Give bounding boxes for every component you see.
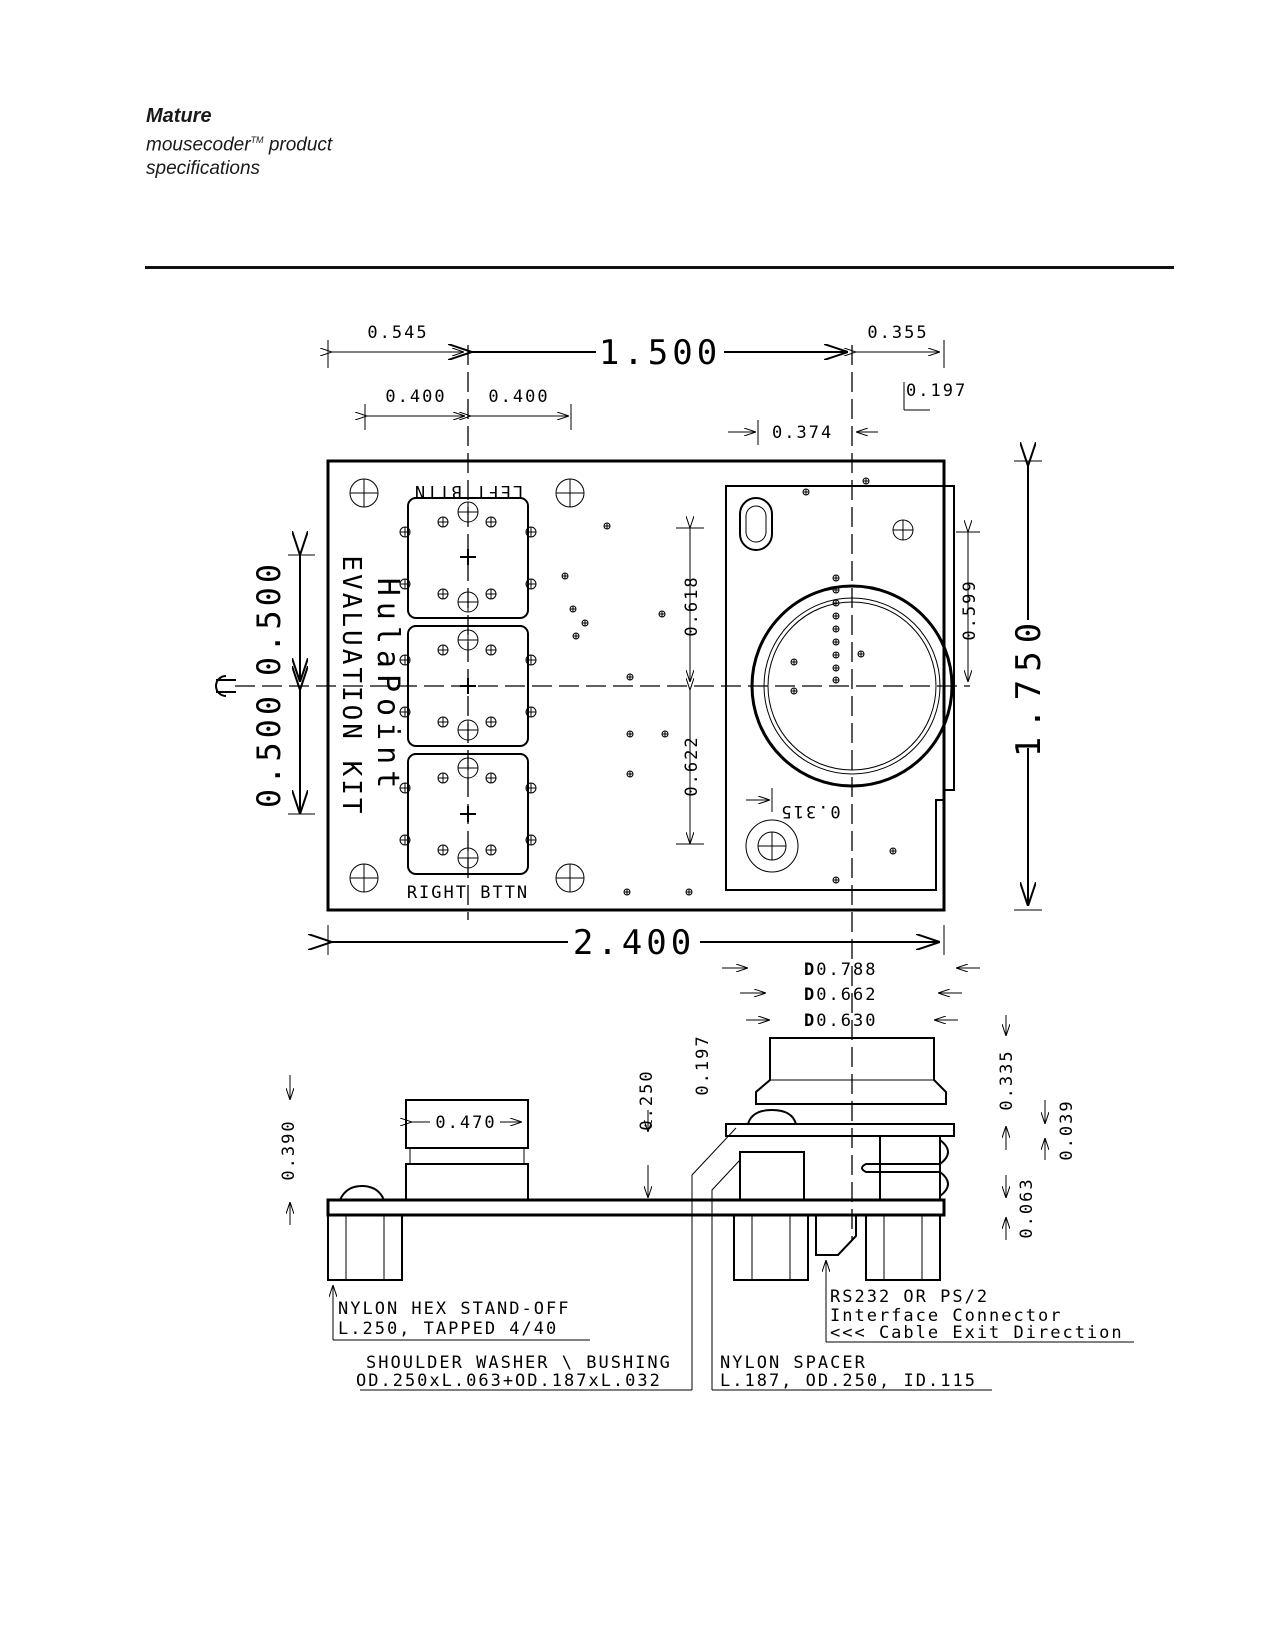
dim-0622: 0.622 [682,735,702,796]
connector-callout-2: Interface Connector [830,1306,1062,1326]
dim-2400: 2.400 [573,923,695,963]
top-view: LEFT BTTN RIGHT BTTN HulaPoint EVALUATIO… [215,323,1049,1240]
standoff-callout-2: L.250, TAPPED 4/40 [338,1319,558,1339]
dim-0039: 0.039 [1057,1099,1077,1160]
dim-0545: 0.545 [367,323,428,343]
header-divider [145,266,1174,269]
screw-head [339,1184,385,1201]
standoff-callout-1: NYLON HEX STAND-OFF [338,1299,570,1319]
dim-0355: 0.355 [867,323,928,343]
kit-title: EVALUATION KIT [336,555,366,816]
spec-label: specifications [146,158,261,180]
standoff-right [865,1214,941,1281]
dim-0500-upper: 0.500 [250,560,288,676]
mount-hole [349,863,379,893]
left-button-label: LEFT BTTN [413,481,523,501]
dim-0335: 0.335 [997,1049,1017,1110]
trackball-inner [767,601,937,771]
dim-0400-left: 0.400 [385,387,446,407]
product-title: HulaPoint [370,578,405,795]
dim-0315: 0.315 [779,801,840,821]
dim-dia-0788: D0.788 [804,960,877,980]
top-dimensions [288,340,1042,955]
trackball-side [725,1037,955,1201]
button-side [405,1099,529,1201]
dim-dia-0662: D0.662 [804,985,877,1005]
status-label: Mature [146,105,212,127]
spacer-callout-1: NYLON SPACER [720,1353,867,1373]
dim-0197-side: 0.197 [693,1034,713,1095]
standoff-ring [745,819,799,873]
mount-hole [555,478,585,508]
dim-0390: 0.390 [279,1119,299,1180]
dim-0500-lower: 0.500 [250,692,288,808]
side-view: D0.788 D0.662 D0.630 0.197 0.250 0.390 0… [279,960,1134,1391]
washer-callout-1: SHOULDER WASHER \ BUSHING [366,1353,672,1373]
trackball [763,597,941,775]
pcb-outline [326,459,946,912]
slot-hole [739,497,773,551]
trackball-housing [750,584,954,788]
dim-0470: 0.470 [435,1113,496,1133]
connector-callout-3: <<< Cable Exit Direction [830,1323,1124,1343]
trackball-module [725,485,955,891]
washer-callout-2: OD.250xL.063+OD.187xL.032 [356,1371,662,1391]
connector-callout-1: RS232 OR PS/2 [830,1287,989,1307]
mount-hole [349,478,379,508]
dim-0250: 0.250 [637,1069,657,1130]
connector [815,1215,857,1256]
dim-0618: 0.618 [682,575,702,636]
slot-hole-inner [745,505,767,543]
right-button-label: RIGHT BTTN [407,883,529,903]
dim-0197: 0.197 [906,381,967,401]
product-suffix: product [263,134,333,156]
spacer-callout-2: L.187, OD.250, ID.115 [720,1371,977,1391]
standoff-mid [733,1214,809,1281]
dim-0374: 0.374 [772,423,833,443]
dim-0599: 0.599 [960,579,980,640]
leaders [333,1127,1134,1391]
side-dimensions [290,968,1045,1240]
trademark: TM [250,135,264,145]
mount-hole [555,863,585,893]
dim-0400-right: 0.400 [488,387,549,407]
mount-hole [892,519,914,541]
button-left [399,497,537,619]
product-line: mousecoderTM product [146,128,332,157]
mount-hole [757,831,787,861]
centerline-symbol [215,675,236,697]
dim-dia-0630: D0.630 [804,1011,877,1031]
button-middle [399,625,537,747]
pcb-side [326,1198,946,1217]
button-right [399,753,537,875]
dim-0063: 0.063 [1017,1177,1037,1238]
standoff-left [327,1214,403,1281]
dim-1750: 1.750 [1009,615,1049,757]
product-name: mousecoder [146,134,251,156]
page-header: Mature mousecoderTM product specificatio… [146,104,332,181]
dim-1500: 1.500 [599,333,721,373]
